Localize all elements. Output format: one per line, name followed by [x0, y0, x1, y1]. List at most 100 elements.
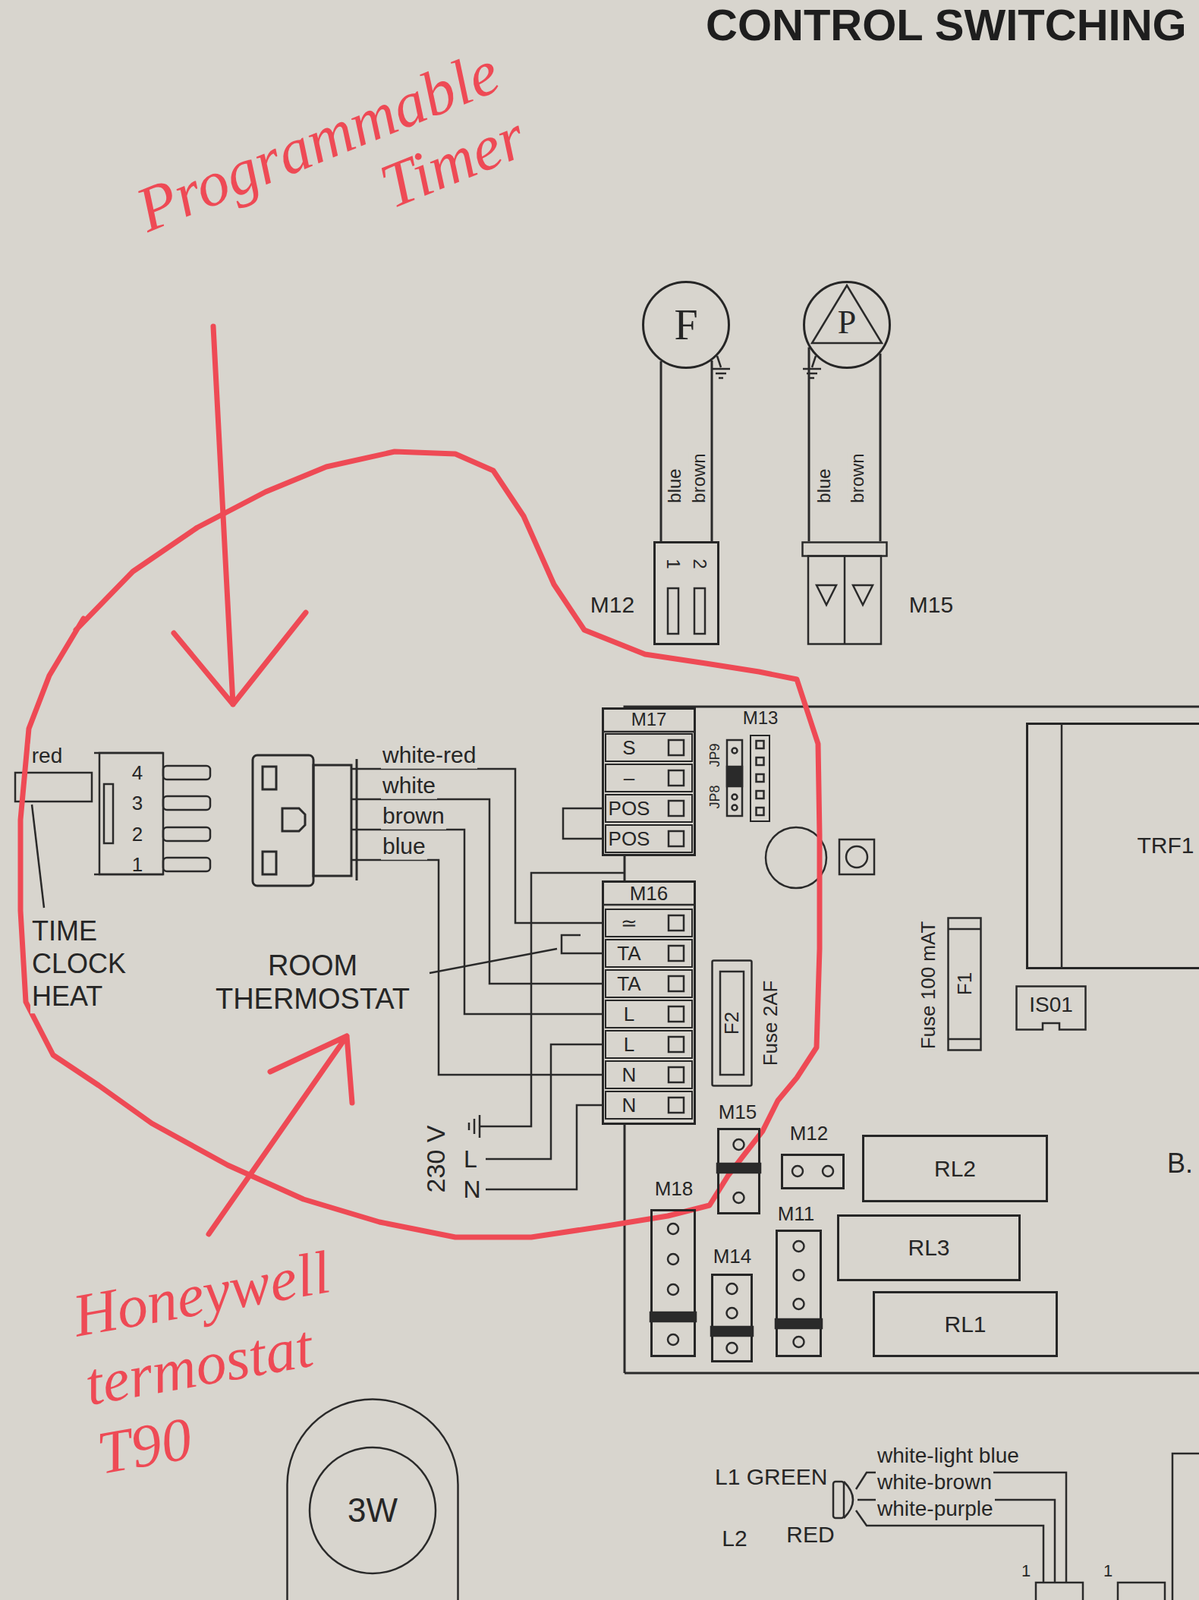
terminal-outline — [668, 1006, 684, 1022]
thermostat-plug — [252, 755, 314, 886]
terminal-outline — [668, 830, 684, 847]
connector-plug-outline — [816, 585, 837, 605]
jumper-pins — [732, 794, 738, 800]
pump-symbol-outline — [811, 285, 882, 344]
part-name: M11 — [777, 1203, 816, 1224]
connector-plug-outline — [653, 541, 720, 646]
pin-header-outline — [667, 1253, 679, 1265]
connector-plug-outline — [808, 556, 882, 645]
pin-header: M15 — [717, 1127, 761, 1215]
component-label: RL3 — [907, 1236, 950, 1259]
earth-symbol — [468, 355, 822, 1138]
wire-color: blue — [380, 833, 428, 860]
pump-symbol: P — [802, 280, 891, 369]
pin-header-outline — [667, 1223, 679, 1234]
thermostat-plug — [262, 766, 277, 790]
relay: RL3 — [837, 1214, 1021, 1281]
connector-plug-outline — [667, 588, 705, 634]
jumper-header-outline — [756, 740, 765, 816]
pin-header-outline — [717, 1163, 761, 1173]
valve-motor-outline — [287, 1399, 459, 1600]
fuse-outline — [948, 918, 982, 1051]
terminal-outline — [668, 1066, 684, 1083]
pin-header-outline — [793, 1240, 805, 1252]
component-label: 1 — [132, 854, 143, 875]
terminal-outline — [668, 770, 684, 786]
component-label: POS — [608, 828, 651, 849]
pin-header-outline — [711, 1283, 753, 1354]
terminal-outline — [668, 830, 684, 847]
component-label: F2 — [721, 1011, 742, 1035]
terminal-outline — [604, 999, 693, 1029]
component-label: 4 — [132, 762, 143, 783]
component-label: F1 — [954, 972, 975, 995]
jumper-pins — [732, 748, 738, 754]
part-name: M15 — [718, 1101, 758, 1122]
signal-name: N — [461, 1175, 482, 1204]
wire-color: white-light blue — [875, 1443, 1021, 1468]
thermostat-plug — [355, 758, 359, 881]
thermostat-plug — [313, 764, 352, 876]
terminal: POS — [604, 824, 693, 853]
component-label: 1 — [664, 558, 683, 569]
pin-header-outline — [780, 1153, 845, 1190]
pin-header-outline — [792, 1165, 803, 1177]
page-heading: CONTROL SWITCHING — [705, 3, 1187, 48]
signal-name: L — [462, 1145, 479, 1174]
relay: RL2 — [862, 1134, 1048, 1203]
cable — [660, 360, 712, 542]
component-label: ≃ — [620, 912, 638, 933]
part-name: M13 — [742, 708, 779, 727]
thermostat-plug — [252, 755, 357, 886]
terminal: TA — [604, 938, 693, 968]
led-symbol — [833, 1481, 844, 1518]
connector-plug: 12M12 — [653, 541, 720, 646]
wire — [485, 1104, 602, 1190]
board-parts — [846, 846, 868, 868]
handwritten-mark — [208, 1035, 353, 1234]
pin-header-outline — [711, 1273, 753, 1363]
led-symbol — [1172, 1453, 1199, 1600]
pin-header-outline — [792, 1165, 834, 1177]
wire-color: white — [380, 772, 438, 800]
pin-header-outline — [793, 1336, 805, 1347]
jumper-pins — [726, 739, 743, 816]
led-symbol — [855, 1510, 1044, 1583]
time-clock-plug-outline — [94, 752, 164, 875]
jumper-pins — [732, 805, 738, 811]
wire — [429, 948, 558, 973]
wire-color: blue — [813, 466, 835, 504]
terminal-outline — [668, 739, 684, 756]
pin-header-outline — [717, 1139, 761, 1203]
thermostat-plug — [282, 808, 306, 831]
jumper-header-outline — [756, 757, 765, 765]
wire — [563, 808, 602, 839]
terminal: TA — [604, 969, 693, 998]
connector-plug-outline — [801, 541, 888, 646]
terminal: N — [604, 1090, 693, 1120]
board-parts — [839, 839, 875, 875]
jumper-name: JP8 — [707, 783, 724, 810]
part-name: ROOM THERMOSTAT — [197, 949, 428, 1016]
pin-header-outline — [650, 1312, 696, 1322]
wire-color: white-brown — [875, 1469, 994, 1495]
wire-color: blue — [664, 466, 686, 504]
optocoupler-outline — [1016, 986, 1086, 1030]
jumper-header-outline — [756, 774, 765, 782]
time-clock-plug-outline — [91, 749, 164, 878]
component-label: L — [623, 1034, 635, 1055]
connector-plug-outline — [667, 588, 679, 634]
pin-header-outline — [793, 1269, 805, 1281]
fuse: F1 — [947, 916, 982, 1052]
pin-header-outline — [733, 1139, 745, 1150]
terminal-outline — [668, 1097, 684, 1113]
led-name: L1 GREEN — [713, 1463, 829, 1491]
valve-motor-outline — [309, 1447, 436, 1574]
handwritten-note: Programmable Timer — [100, 35, 537, 321]
wire — [561, 934, 602, 954]
terminal-outline — [668, 1036, 684, 1052]
component-label: 3W — [347, 1493, 398, 1527]
terminal-outline — [604, 763, 693, 793]
terminal: L — [604, 1029, 693, 1059]
section-letter: B. — [1165, 1147, 1195, 1179]
